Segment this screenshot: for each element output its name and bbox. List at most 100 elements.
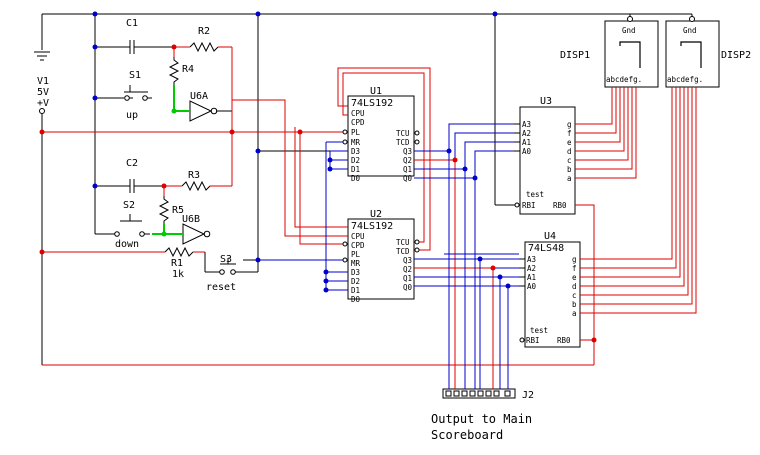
u2-pin-q0: Q0 [403,283,413,292]
display-segment-glyphs [619,41,702,68]
u2-pin-mr: MR [351,259,361,268]
u6b-label: U6B [182,214,200,225]
output-caption-line1: Output to Main [431,412,532,426]
u4-pin-a0: A0 [527,282,537,291]
u3-pin-d: d [567,147,572,156]
u3-pin-rb0: RB0 [553,201,567,210]
u2-pin-tcu: TCU [396,238,410,247]
u4-pin-rbi: RBI [526,336,540,345]
u2-pin-d1: D1 [351,286,360,295]
blue-wires [258,123,519,389]
u3-pin-rbi: RBI [522,201,536,210]
u4-pin-f: f [572,264,577,273]
u2-pin-d2: D2 [351,277,360,286]
u2-pin-cpu: CPU [351,232,365,241]
disp2-segments: abcdefg. [667,75,703,84]
u1-pin-d1: D1 [351,165,360,174]
u3-pin-b: b [567,165,572,174]
u3-pin-a3: A3 [522,120,531,129]
disp1-gnd: Gnd [622,26,636,35]
u1-pin-q1: Q1 [403,165,412,174]
u3-pin-f: f [567,129,572,138]
u3-ref: U3 [540,96,552,107]
disp2-label: DISP2 [721,50,751,61]
u3-pin-a0: A0 [522,147,532,156]
u1-pin-q2: Q2 [403,156,412,165]
c1-label: C1 [126,18,138,29]
s3-label: S3 [220,254,232,265]
u4-pin-test: test [530,326,548,335]
j2-label: J2 [522,390,534,401]
u1-pin-cpu: CPU [351,109,365,118]
output-caption-line2: Scoreboard [431,428,503,442]
terminals [39,16,695,343]
u4-pin-g: g [572,255,577,264]
u2-pin-tcd: TCD [396,247,410,256]
u3-pin-g: g [567,120,572,129]
u3-pin-a: a [567,174,572,183]
u3-pin-test: test [526,190,544,199]
u4-ref: U4 [544,231,556,242]
r4-label: R4 [182,64,194,75]
u1-ref: U1 [370,86,382,97]
u1-pin-tcu: TCU [396,129,410,138]
u2-pin-pl: PL [351,250,361,259]
green-wires [152,85,190,235]
u4-pin-a2: A2 [527,264,536,273]
s2-label: S2 [123,200,135,211]
u1-pin-q0: Q0 [403,174,413,183]
v1-terminal: +V [37,98,49,109]
u2-pin-q3: Q3 [403,256,412,265]
black-wires [34,13,720,399]
u4-pin-c: c [572,291,577,300]
u4-pin-a: a [572,309,577,318]
v1-name: V1 [37,76,49,87]
u1-pin-d2: D2 [351,156,360,165]
u1-part: 74LS192 [351,98,393,109]
disp1-segments: abcdefg. [606,75,642,84]
junction-dots [39,11,597,343]
u1-pin-d0: D0 [351,174,361,183]
r2-label: R2 [198,26,210,37]
u2-pin-d0: D0 [351,295,361,304]
r1-value: 1k [172,269,184,280]
u6a-label: U6A [190,91,208,102]
u4-pin-e: e [572,273,577,282]
r1-label: R1 [171,258,183,269]
u4-pin-a3: A3 [527,255,536,264]
connector-pins [445,390,511,397]
s3-caption: reset [206,282,236,293]
c2-label: C2 [126,158,138,169]
u4-pin-a1: A1 [527,273,536,282]
u3-pin-a2: A2 [522,129,531,138]
u3-pin-c: c [567,156,572,165]
u2-pin-cpd: CPD [351,241,365,250]
u1-pin-pl: PL [351,128,361,137]
s1-caption: up [126,110,138,121]
s2-caption: down [115,239,139,250]
u2-part: 74LS192 [351,221,393,232]
u1-pin-d3: D3 [351,147,360,156]
u2-ref: U2 [370,209,382,220]
disp1-label: DISP1 [560,50,590,61]
red-wires [42,46,697,389]
u3-pin-e: e [567,138,572,147]
s1-label: S1 [129,70,141,81]
u4-pin-b: b [572,300,577,309]
u1-pin-tcd: TCD [396,138,410,147]
u2-pin-q1: Q1 [403,274,412,283]
r5-label: R5 [172,205,184,216]
u3-pin-a1: A1 [522,138,531,147]
r3-label: R3 [188,170,200,181]
u1-pin-q3: Q3 [403,147,412,156]
u2-pin-d3: D3 [351,268,360,277]
u4-pin-rb0: RB0 [557,336,571,345]
disp2-gnd: Gnd [683,26,697,35]
u1-pin-cpd: CPD [351,118,365,127]
u4-pin-d: d [572,282,577,291]
u2-pin-q2: Q2 [403,265,412,274]
v1-voltage: 5V [37,87,49,98]
u4-part: 74LS48 [528,243,564,254]
